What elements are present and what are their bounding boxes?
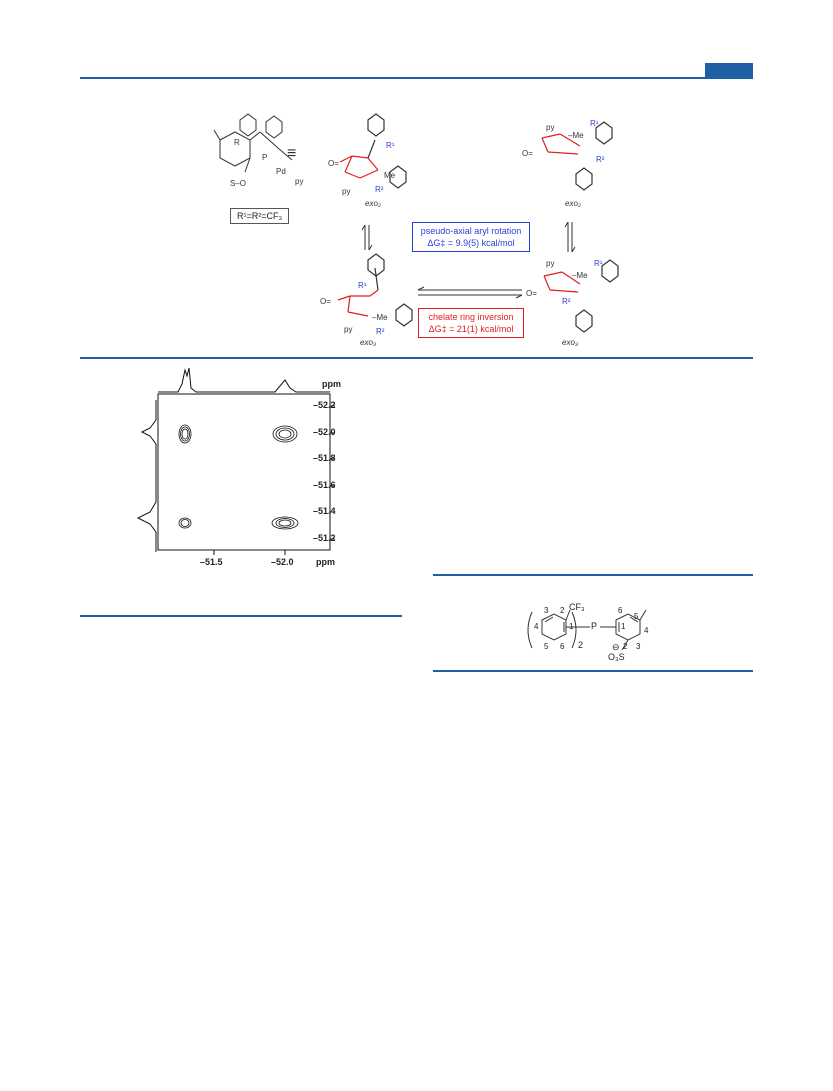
x-tick-label: –52.0 — [271, 557, 294, 567]
r2-blue-label-3: R² — [376, 327, 385, 336]
contour-peak-upper-right — [272, 425, 298, 443]
reaction-scheme: R P Pd S–O py O= Me py R¹ R² — [200, 100, 760, 355]
scheme-drawing: R P Pd S–O py O= Me py R¹ R² — [213, 113, 619, 336]
right-ring-position: 3 — [636, 642, 641, 651]
y-tick-label: –51.8 — [313, 453, 336, 463]
contour-peak-upper-left — [178, 424, 192, 444]
ring-inversion-title: chelate ring inversion — [428, 312, 514, 322]
label-exo3-center: exo₃ — [360, 338, 377, 347]
ring-inversion-barrier: ΔG‡ = 21(1) kcal/mol — [428, 324, 514, 334]
contour-peak-lower-right — [271, 516, 299, 530]
plot-frame — [157, 393, 331, 551]
left-ring-position: 3 — [544, 606, 549, 615]
exo2-top-structure — [339, 113, 407, 189]
chart-bottom-rule — [433, 670, 753, 672]
o-label: O= — [522, 149, 533, 158]
p-label: P — [262, 153, 267, 162]
y-tick-label: –52.0 — [313, 427, 336, 437]
x-axis-ticks — [213, 550, 286, 555]
r1-blue-label-4: R¹ — [594, 259, 603, 268]
contour-peak-lower-left — [178, 517, 192, 529]
so-label: S–O — [230, 179, 246, 188]
py-label-3: py — [546, 123, 554, 132]
aryl-rotation-title: pseudo-axial aryl rotation — [420, 226, 522, 236]
r1-blue-label-3: R¹ — [358, 281, 367, 290]
r2-blue-label: R² — [375, 185, 384, 194]
label-exo2-right: exo₂ — [565, 199, 581, 208]
sulfonate-label: O₃S — [608, 652, 625, 662]
x-axis-unit: ppm — [316, 557, 335, 567]
y-tick-label: –51.2 — [313, 533, 336, 543]
r2-blue-label-4: R² — [562, 297, 571, 306]
pd-complex-structure — [213, 113, 293, 173]
scheme-bottom-rule — [80, 357, 753, 359]
y-axis-ticks — [330, 405, 335, 540]
label-exo2-top: exo₂ — [365, 199, 381, 208]
x-tick-label: –51.5 — [200, 557, 223, 567]
nmr-2d-spectrum: ppm –52.2 –52.0 –51.8 –51.6 –51.4 –51.2 … — [130, 362, 360, 577]
cf3-label: CF₃ — [569, 602, 585, 612]
y-axis-unit: ppm — [322, 379, 341, 389]
r-definition-box: R¹=R²=CF₃ — [230, 208, 290, 224]
left-aryl-ring — [541, 613, 567, 641]
left-projection-trace — [136, 400, 157, 552]
me-label-2: –Me — [568, 131, 584, 140]
py-label: py — [295, 177, 303, 186]
contour-peaks — [178, 424, 299, 530]
ligand-numbering-figure: CF₃ P 2 ⊖ O₃S 3 2 1 4 5 6 6 5 1 4 2 3 — [520, 598, 680, 668]
r1-blue-label-2: R¹ — [590, 119, 599, 128]
aryl-rotation-barrier: ΔG‡ = 9.9(5) kcal/mol — [427, 238, 515, 248]
y-tick-label: –51.6 — [313, 480, 336, 490]
aryl-rotation-box: pseudo-axial aryl rotation ΔG‡ = 9.9(5) … — [412, 222, 530, 252]
left-ring-position: 6 — [560, 642, 565, 651]
ring-inversion-box: chelate ring inversion ΔG‡ = 21(1) kcal/… — [418, 308, 524, 338]
r2-blue-label-2: R² — [596, 155, 605, 164]
subscript-2-label: 2 — [578, 640, 584, 650]
chart-top-rule — [433, 574, 753, 576]
right-ring-position: 6 — [618, 606, 623, 615]
exo2-right-structure — [541, 121, 613, 191]
o-label-3: O= — [526, 289, 537, 298]
left-ring-position: 4 — [534, 622, 539, 631]
right-aryl-ring — [615, 613, 641, 641]
exo3-center-structure — [337, 253, 413, 327]
right-ring-position: 5 — [634, 612, 639, 621]
py-label-4: py — [344, 325, 352, 334]
o-label-2: O= — [320, 297, 331, 306]
top-projection-trace — [158, 367, 330, 393]
sulfonate-minus-label: ⊖ — [612, 642, 620, 652]
equiv-symbol: ≡ — [287, 145, 297, 162]
equilibrium-arrow-left — [361, 224, 373, 251]
phosphorus-label: P — [591, 621, 598, 631]
page-tab — [705, 63, 753, 77]
left-paren — [527, 611, 533, 649]
ligand-structure — [527, 609, 647, 651]
y-tick-label: –52.2 — [313, 400, 336, 410]
r1-blue-label: R¹ — [386, 141, 395, 150]
py-label-2: py — [342, 187, 350, 196]
header-rule — [80, 77, 753, 79]
label-exo3-right: exo₃ — [562, 338, 579, 347]
right-ring-position: 2 — [623, 642, 628, 651]
right-paren — [571, 611, 577, 649]
left-column-rule — [80, 615, 402, 617]
s-label: O= — [328, 159, 339, 168]
y-tick-label: –51.4 — [313, 506, 336, 516]
pd-label: Pd — [276, 167, 286, 176]
me-label-3: –Me — [372, 313, 388, 322]
right-ring-position: 1 — [621, 622, 626, 631]
equilibrium-arrow-horizontal — [417, 286, 523, 299]
right-ring-position: 4 — [644, 626, 649, 635]
left-ring-position: 2 — [560, 606, 565, 615]
me-label-4: –Me — [572, 271, 588, 280]
left-ring-position: 5 — [544, 642, 549, 651]
nmr-plot — [136, 367, 335, 555]
r1-label: R — [234, 138, 240, 147]
py-label-5: py — [546, 259, 554, 268]
me-label: Me — [384, 171, 396, 180]
exo3-right-structure — [543, 259, 619, 333]
equilibrium-arrow-right — [564, 221, 576, 253]
left-ring-position: 1 — [569, 622, 574, 631]
